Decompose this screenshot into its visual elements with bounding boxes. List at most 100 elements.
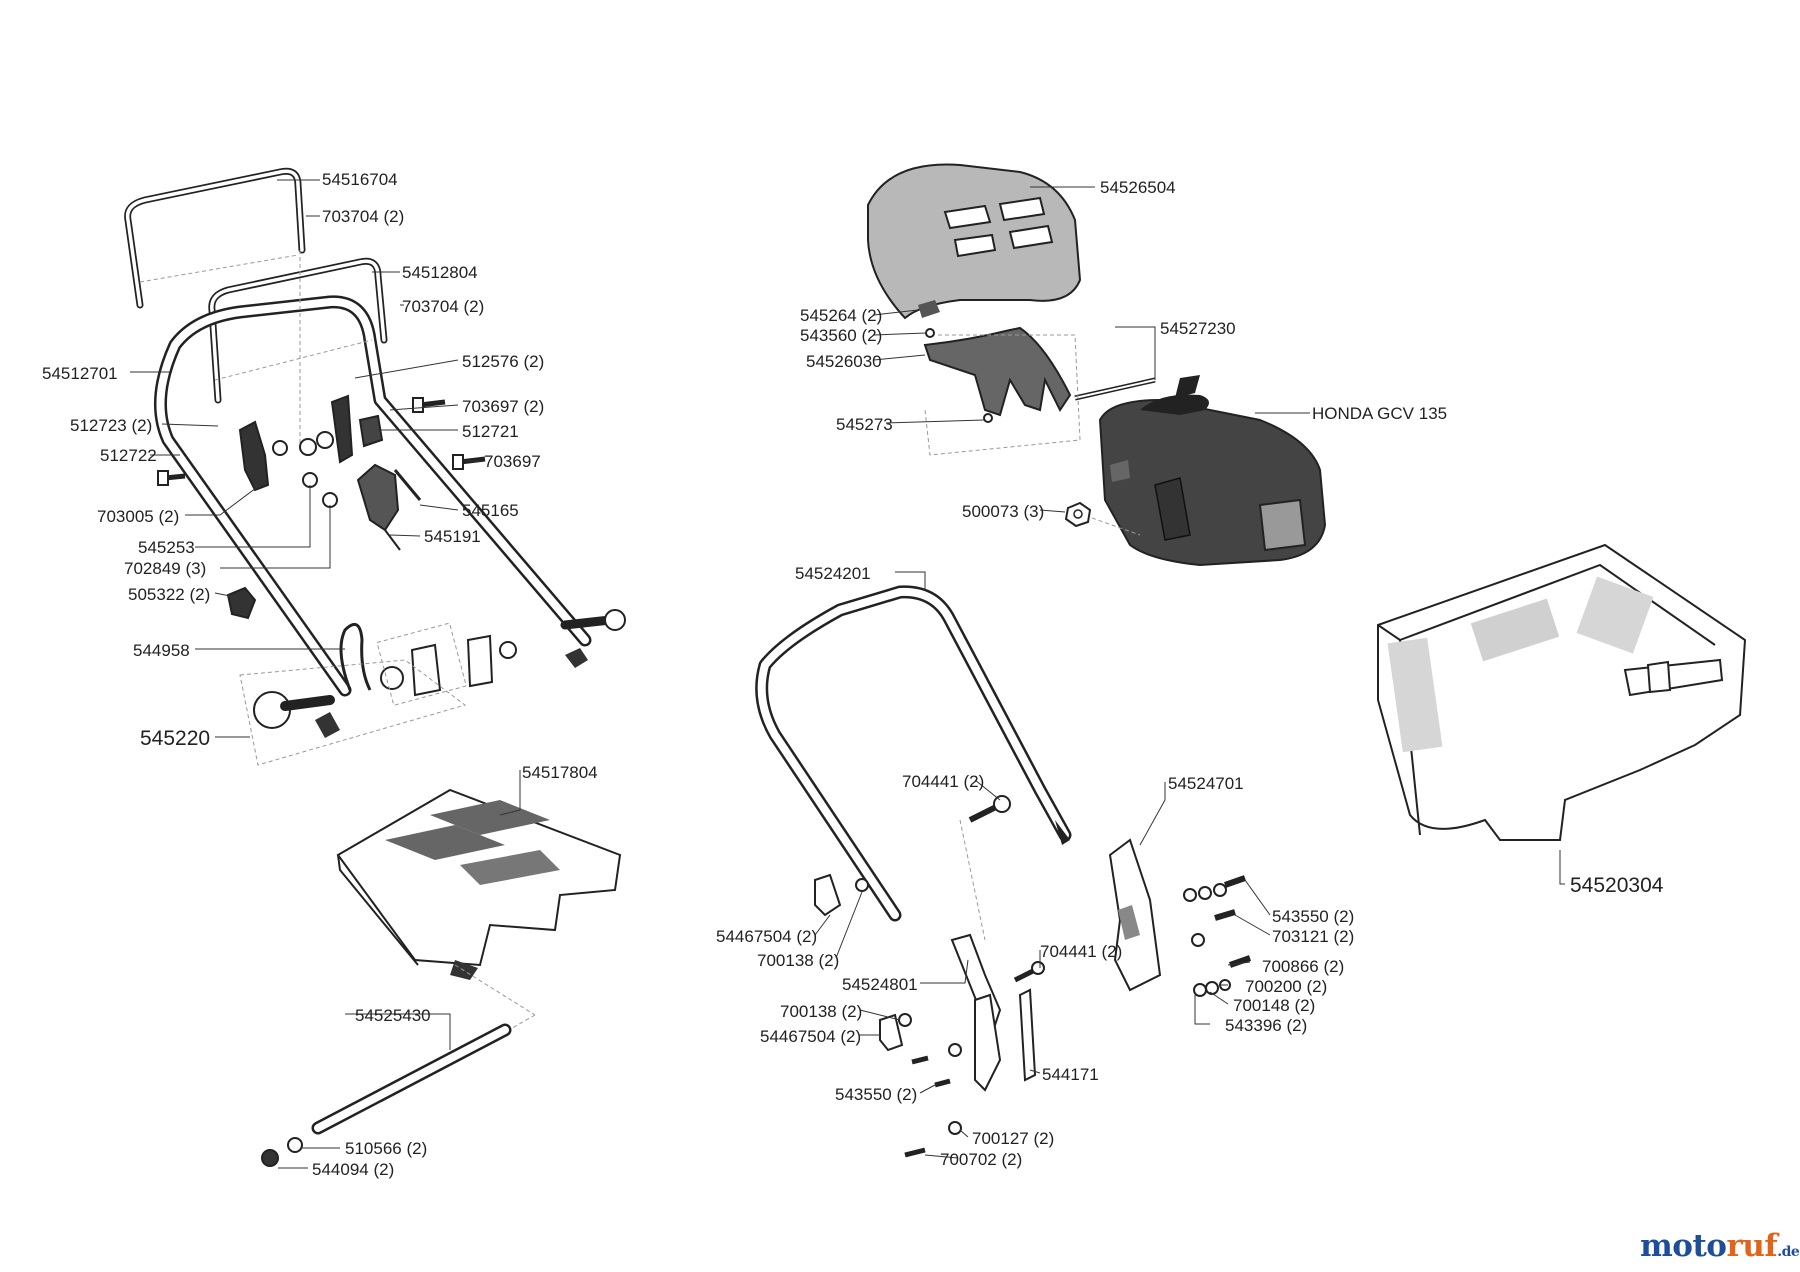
- main-handle-54524201: [755, 585, 1072, 922]
- logo-suffix: .de: [1777, 1244, 1800, 1260]
- rear-flap: [336, 788, 622, 980]
- screw-543550-b: [911, 1055, 951, 1088]
- label-honda-gcv135: HONDA GCV 135: [1312, 404, 1447, 423]
- label-54516704: 54516704: [322, 170, 398, 189]
- engine: [1098, 375, 1327, 567]
- bolt-703697-a: [412, 397, 446, 413]
- cap-544094: [261, 1149, 279, 1167]
- label-543560: 543560 (2): [800, 326, 882, 345]
- label-703704-b: 703704 (2): [402, 297, 484, 316]
- label-543550-b: 543550 (2): [835, 1085, 917, 1104]
- label-545220: 545220: [140, 727, 210, 750]
- label-505322: 505322 (2): [128, 585, 210, 604]
- label-702849: 702849 (3): [124, 559, 206, 578]
- strip-544171: [1018, 988, 1037, 1082]
- label-703697-b: 703697: [484, 452, 541, 471]
- bracket-545264: [918, 300, 940, 318]
- handle-clamp-left: [238, 420, 317, 492]
- label-545273: 545273: [836, 415, 893, 434]
- handle-clamp-right: [316, 394, 384, 464]
- label-54524201: 54524201: [795, 564, 871, 583]
- label-704441-a: 704441 (2): [902, 772, 984, 791]
- label-545165: 545165: [462, 501, 519, 520]
- label-54526030: 54526030: [806, 352, 882, 371]
- label-700127: 700127 (2): [972, 1129, 1054, 1148]
- wing-knob-54467504-b: [879, 1013, 904, 1052]
- washer-700138-a: [855, 878, 869, 892]
- nut-702849: [322, 492, 338, 508]
- bolt-set-right: [1183, 875, 1251, 997]
- label-700138-a: 700138 (2): [757, 951, 839, 970]
- part-labels: 54516704 703704 (2) 54512804 703704 (2) …: [42, 170, 1664, 1179]
- label-512722: 512722: [100, 446, 157, 465]
- wing-knob-right: [380, 634, 517, 697]
- lower-handle-bar: [208, 257, 388, 404]
- bolt-704441-a: [968, 795, 1011, 823]
- grass-catcher: [1377, 543, 1747, 841]
- label-512576: 512576 (2): [462, 352, 544, 371]
- label-700138-b: 700138 (2): [780, 1002, 862, 1021]
- label-512723: 512723 (2): [70, 416, 152, 435]
- motoruf-logo: motoruf.de: [1640, 1228, 1800, 1264]
- label-703704-a: 703704 (2): [322, 207, 404, 226]
- label-700702: 700702 (2): [940, 1150, 1022, 1169]
- nut-545273: [983, 413, 993, 423]
- label-54467504-a: 54467504 (2): [716, 927, 817, 946]
- washer-700138-b: [898, 1013, 912, 1027]
- pin-545220: [253, 691, 340, 738]
- bolt-703005: [157, 470, 186, 486]
- label-54520304: 54520304: [1570, 874, 1664, 897]
- label-704441-b: 704441 (2): [1040, 942, 1122, 961]
- screw-543560: [925, 328, 935, 338]
- label-545264: 545264 (2): [800, 306, 882, 325]
- label-54512804: 54512804: [402, 263, 478, 282]
- bolt-704441-b: [1013, 961, 1045, 983]
- label-54525430: 54525430: [355, 1006, 431, 1025]
- label-545253: 545253: [138, 538, 195, 557]
- label-510566: 510566 (2): [345, 1139, 427, 1158]
- label-500073: 500073 (3): [962, 502, 1044, 521]
- label-54512701: 54512701: [42, 364, 118, 383]
- label-703121: 703121 (2): [1272, 927, 1354, 946]
- leader-lines: [130, 179, 1565, 1169]
- bolt-703697-b: [452, 454, 486, 470]
- label-545191: 545191: [424, 527, 481, 546]
- nut-500073: [1064, 501, 1092, 528]
- upper-handle-bar: [124, 167, 306, 309]
- label-700200: 700200 (2): [1245, 977, 1327, 996]
- throttle-rod-54527230: [1074, 377, 1156, 401]
- washer-700127: [948, 1043, 962, 1057]
- label-512721: 512721: [462, 422, 519, 441]
- logo-part2: ruf: [1726, 1228, 1778, 1264]
- bracket-54524701: [1108, 838, 1162, 992]
- logo-part1: moto: [1640, 1228, 1727, 1264]
- engine-cover: [867, 163, 1082, 320]
- washer-700127-b: [948, 1121, 962, 1135]
- label-544171: 544171: [1042, 1065, 1099, 1084]
- pin-right: [560, 609, 626, 668]
- cover-bracket-54526030: [923, 326, 1072, 417]
- label-544094: 544094 (2): [312, 1160, 394, 1179]
- label-703005: 703005 (2): [97, 507, 179, 526]
- lever-54524801: [950, 933, 1002, 1092]
- washer-510566: [287, 1137, 303, 1153]
- wing-knob-54467504-a: [814, 873, 842, 917]
- label-703697-a: 703697 (2): [462, 397, 544, 416]
- rear-axle-rod: [311, 1023, 512, 1135]
- label-543550-a: 543550 (2): [1272, 907, 1354, 926]
- label-54524701: 54524701: [1168, 774, 1244, 793]
- nut-545253: [302, 472, 318, 488]
- spring-544958: [339, 622, 372, 691]
- label-54524801: 54524801: [842, 975, 918, 994]
- label-54527230: 54527230: [1160, 319, 1236, 338]
- brake-lever-545165: [356, 463, 422, 551]
- clip-505322: [226, 586, 257, 620]
- label-700148: 700148 (2): [1233, 996, 1315, 1015]
- label-54467504-b: 54467504 (2): [760, 1027, 861, 1046]
- label-544958: 544958: [133, 641, 190, 660]
- label-700866: 700866 (2): [1262, 957, 1344, 976]
- main-handle-frame: [154, 295, 592, 697]
- screw-700702: [904, 1147, 926, 1158]
- label-54517804: 54517804: [522, 763, 598, 782]
